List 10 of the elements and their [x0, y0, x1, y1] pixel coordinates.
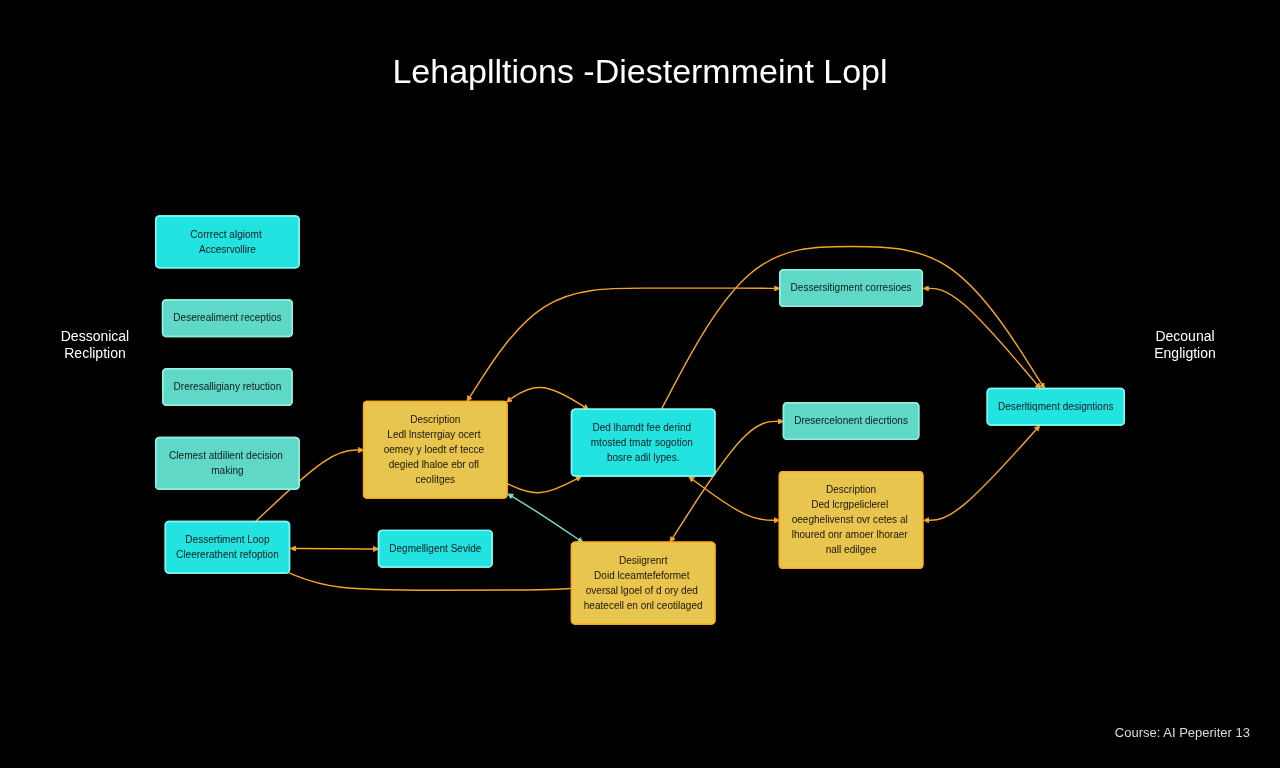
diagram-title: Lehaplltions -Diestermmeint Lopl: [392, 52, 888, 91]
arrow: [922, 285, 1041, 390]
footer-caption: Course: AI Peperiter 13: [1114, 725, 1250, 740]
side-label: Decounal Engligtion: [1153, 328, 1217, 362]
arrow: [505, 386, 590, 410]
arrow: [507, 493, 584, 543]
arrow: [506, 476, 582, 494]
arrow: [923, 425, 1041, 524]
arrow: [660, 245, 1045, 411]
side-label: Dessonical Recliption: [59, 328, 131, 362]
